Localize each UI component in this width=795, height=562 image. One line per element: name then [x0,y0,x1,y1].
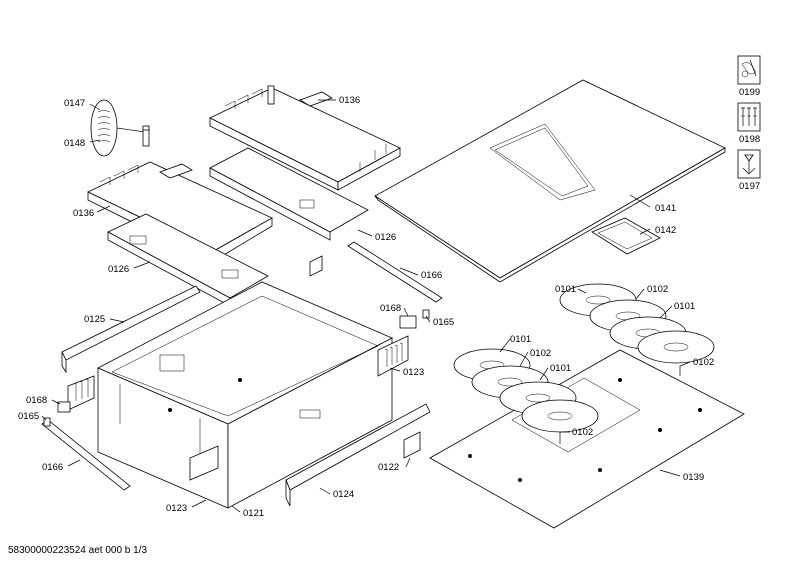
front-bracket [285,403,431,507]
coil-pad [637,330,715,364]
label-0165-right: 0165 [433,317,454,328]
label-0168-right: 0168 [380,303,401,314]
shield-tray-upper [209,147,369,241]
label-0102-a: 0102 [647,284,668,295]
front-panel-right [377,335,409,377]
small-cover [403,431,421,459]
clip-left [43,401,71,427]
label-0101-c: 0101 [510,334,531,345]
label-0141: 0141 [655,203,676,214]
leader-lines [41,99,691,513]
document-id: 58300000223524 aet 000 b 1/3 [8,545,147,556]
glass-top-plate [374,79,726,283]
label-0101-a: 0101 [555,284,576,295]
induction-coils [453,283,715,433]
label-0168-left: 0168 [26,395,47,406]
coil-pad [521,399,599,433]
label-0147: 0147 [64,98,85,109]
label-0166-right: 0166 [421,270,442,281]
label-0126-upper: 0126 [375,232,396,243]
guide-rail-right [309,241,443,303]
label-0142: 0142 [655,225,676,236]
label-0121: 0121 [243,508,264,519]
label-0165-left: 0165 [18,411,39,422]
label-0139: 0139 [683,472,704,483]
label-0123-left: 0123 [166,503,187,514]
screw-down-icon [737,149,761,179]
control-frame [591,217,661,255]
spring-clip-detail [90,99,150,157]
legend-code-0199: 0199 [739,87,760,98]
label-0166-left: 0166 [42,462,63,473]
induction-housing-upper [209,85,401,191]
label-0124: 0124 [333,489,354,500]
label-0101-d: 0101 [550,363,571,374]
label-0102-b: 0102 [693,357,714,368]
shield-tray-lower [107,213,269,307]
legend-code-0198: 0198 [739,134,760,145]
part-labels: 0147 0148 0136 0136 0126 0126 0141 0142 … [18,95,714,519]
label-0123-right: 0123 [403,367,424,378]
label-0136-upper: 0136 [339,95,360,106]
side-panel-left [61,285,201,374]
label-0126-lower: 0126 [108,264,129,275]
label-0102-c: 0102 [530,348,551,359]
clip-right [399,309,430,329]
label-0101-b: 0101 [674,301,695,312]
main-housing-box [97,281,393,509]
label-0125: 0125 [84,314,105,325]
label-0148: 0148 [64,138,85,149]
label-0122: 0122 [378,462,399,473]
label-0102-d: 0102 [572,427,593,438]
screws-icon [737,102,761,132]
label-0136-middle: 0136 [73,208,94,219]
legend-code-0197: 0197 [739,181,760,192]
legend: 0199 0198 0197 [737,55,761,192]
wrench-tool-icon [737,55,761,85]
